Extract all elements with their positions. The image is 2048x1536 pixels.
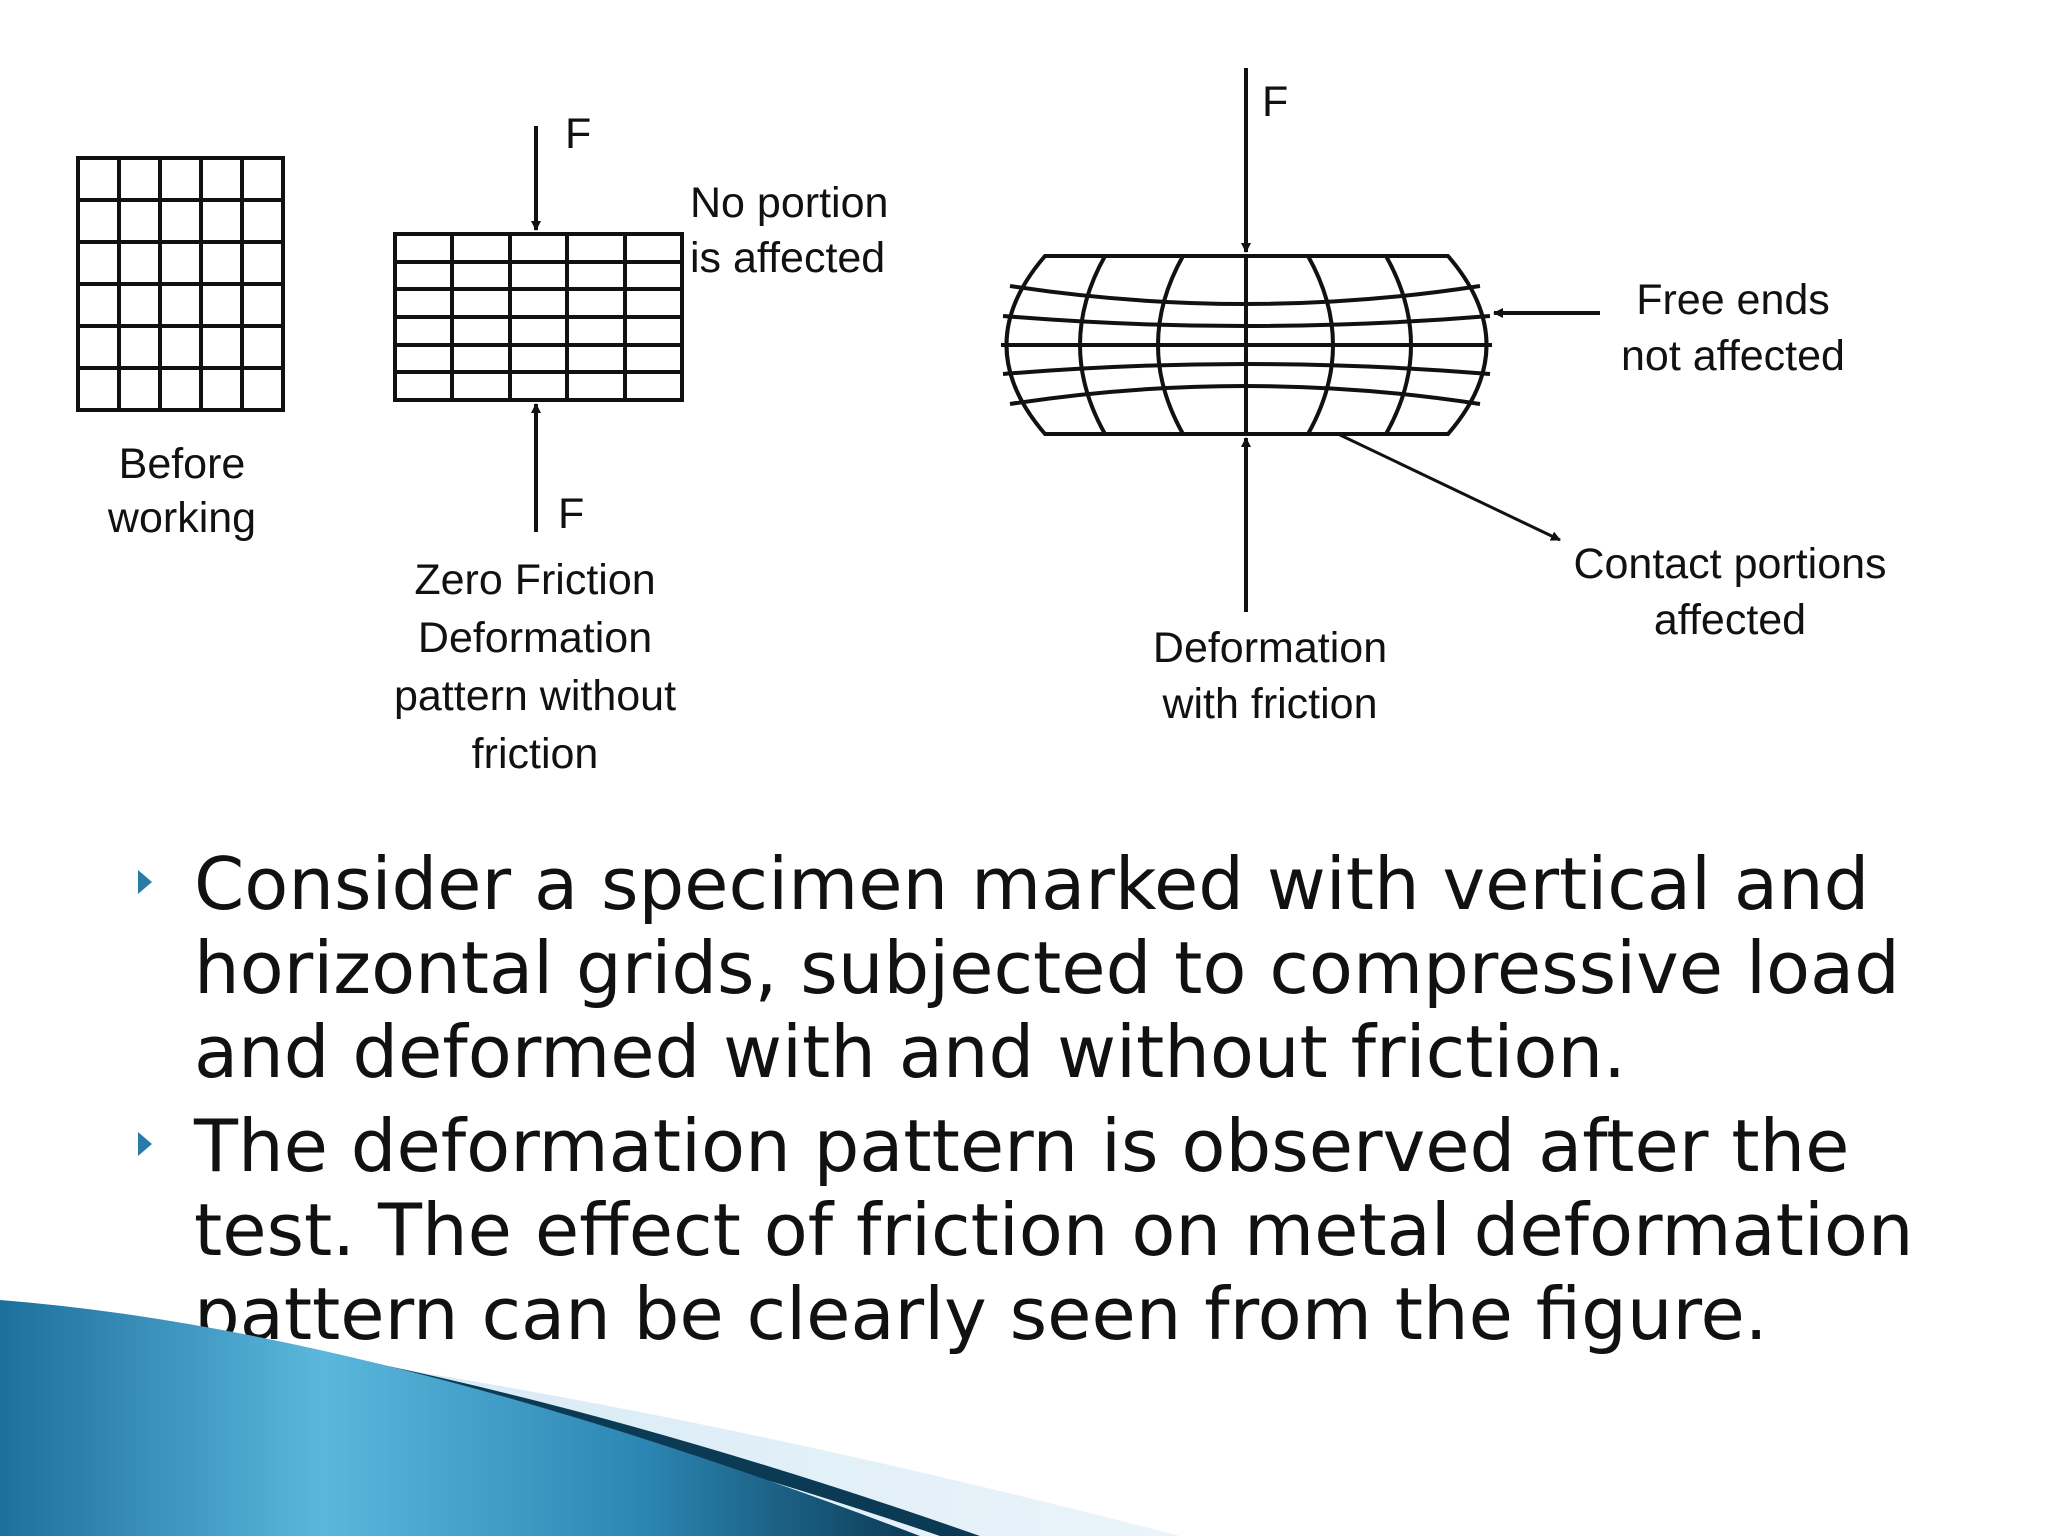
- bullet-triangle-icon: [138, 870, 152, 894]
- bullet-list: Consider a specimen marked with vertical…: [130, 842, 1990, 1366]
- bullet-text: The deformation pattern is observed afte…: [194, 1104, 1914, 1356]
- zero-friction-top-force-label: F: [565, 110, 591, 158]
- free-ends-label-1: Free ends: [1636, 276, 1830, 324]
- swoosh-blue-body: [0, 1300, 920, 1536]
- contact-portions-label-2: affected: [1654, 596, 1806, 644]
- bullet-triangle-icon: [138, 1132, 152, 1156]
- zero-friction-caption-2: Deformation: [418, 614, 652, 662]
- before-working-label-2: working: [107, 494, 256, 542]
- before-working-grid: [76, 156, 285, 412]
- zero-friction-caption-4: friction: [472, 730, 599, 778]
- barrel-top-force-label: F: [1262, 78, 1288, 126]
- free-ends-label-2: not affected: [1621, 332, 1845, 380]
- before-working-label-1: Before: [119, 440, 246, 488]
- decorative-swoosh: [0, 1300, 1180, 1536]
- no-portion-label-2: is affected: [690, 234, 885, 282]
- no-portion-label-1: No portion: [690, 179, 888, 227]
- zero-friction-caption-3: pattern without: [394, 672, 676, 720]
- bullet-text: Consider a specimen marked with vertical…: [194, 842, 1900, 1094]
- bullet-item: The deformation pattern is observed afte…: [130, 1104, 1990, 1356]
- zero-friction-grid: [393, 232, 684, 402]
- contact-portions-arrow: [1337, 432, 1561, 542]
- zero-friction-bottom-force-label: F: [558, 490, 584, 538]
- deformation-figure: Before working F F No portion is affecte…: [76, 68, 1887, 778]
- zero-friction-caption-1: Zero Friction: [414, 556, 655, 604]
- contact-portions-label-1: Contact portions: [1573, 540, 1886, 588]
- bullet-item: Consider a specimen marked with vertical…: [130, 842, 1990, 1094]
- with-friction-caption-1: Deformation: [1153, 624, 1387, 672]
- with-friction-caption-2: with friction: [1161, 680, 1377, 728]
